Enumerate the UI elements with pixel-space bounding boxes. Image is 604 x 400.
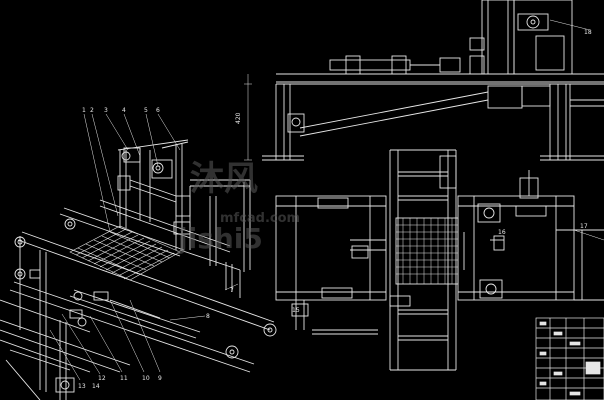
- callout-10: 10: [142, 375, 150, 382]
- callout-16: 16: [498, 229, 506, 236]
- callout-3: 3: [104, 107, 108, 114]
- callout-7: 7: [230, 287, 234, 294]
- callout-6: 6: [156, 107, 160, 114]
- callout-13: 13: [78, 383, 86, 390]
- callout-15: 15: [292, 307, 300, 314]
- callout-11: 11: [120, 375, 128, 382]
- watermark-logo: 沐风: [190, 159, 258, 199]
- callout-2: 2: [90, 107, 94, 114]
- watermark: 沐风 mfcad.com jishi5: [177, 159, 300, 255]
- callout-14: 14: [92, 383, 100, 390]
- dimension-label: 420: [235, 112, 242, 124]
- callout-8: 8: [206, 313, 210, 320]
- title-block: [535, 317, 604, 400]
- callout-12: 12: [98, 375, 106, 382]
- base-frame: [0, 236, 91, 400]
- callout-17: 17: [580, 223, 588, 230]
- callout-18: 18: [584, 29, 592, 36]
- leader-lines: [49, 113, 239, 381]
- upper-frame: [59, 179, 251, 298]
- watermark-site: mfcad.com: [220, 211, 300, 226]
- callout-4: 4: [122, 107, 126, 114]
- callout-9: 9: [158, 375, 162, 382]
- iso-callouts: 1 2 3 4 5 6 7 8 9 10 11 12 13 14: [78, 107, 234, 390]
- grid-panel-iso: [69, 225, 181, 281]
- isometric-view: [0, 113, 277, 400]
- belt: [29, 269, 201, 339]
- motor: [55, 377, 75, 393]
- callout-5: 5: [144, 107, 148, 114]
- watermark-cn: jishi5: [177, 222, 263, 255]
- side-elevation-view: [244, 0, 604, 161]
- plan-view: [275, 149, 604, 371]
- callout-1: 1: [82, 107, 86, 114]
